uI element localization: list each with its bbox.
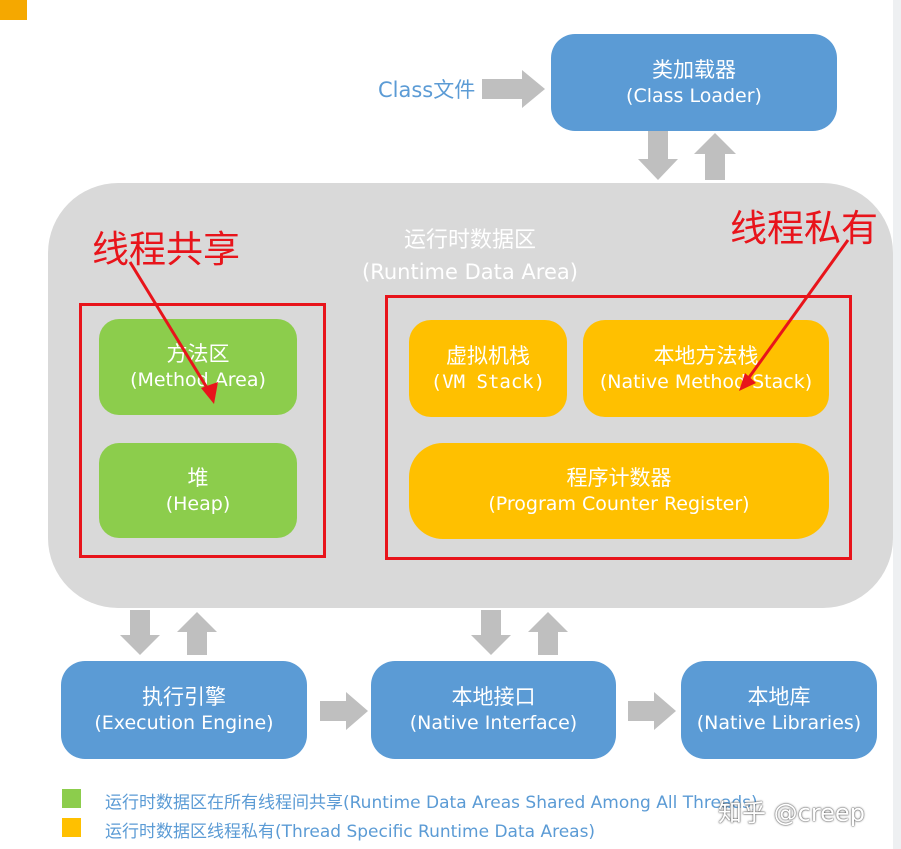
runtime-title-en: (Runtime Data Area) (362, 259, 578, 284)
arrow-classfile-to-loader (482, 70, 545, 108)
thread-private-label: 线程私有 (730, 207, 878, 250)
native-interface-cn: 本地接口 (451, 685, 536, 709)
native-interface-box: 本地接口 (Native Interface) (371, 661, 616, 759)
arrow-interface-to-runtime (528, 612, 568, 655)
class-loader-cn: 类加载器 (652, 57, 736, 82)
legend-text-private: 运行时数据区线程私有(Thread Specific Runtime Data … (105, 822, 596, 842)
heap-en: (Heap) (165, 492, 231, 515)
execution-engine-cn: 执行引擎 (142, 685, 226, 709)
vm-stack-cn: 虚拟机栈 (446, 343, 530, 368)
legend-text-shared: 运行时数据区在所有线程间共享(Runtime Data Areas Shared… (105, 793, 758, 813)
execution-engine-box: 执行引擎 (Execution Engine) (61, 661, 307, 759)
native-method-stack-cn: 本地方法栈 (653, 343, 759, 368)
corner-marker (0, 0, 27, 20)
arrow-runtime-to-interface (471, 610, 511, 655)
runtime-title-cn: 运行时数据区 (403, 228, 536, 253)
watermark: 知乎 @creep (718, 799, 865, 827)
thread-shared-label: 线程共享 (92, 228, 240, 271)
execution-engine-en: (Execution Engine) (94, 712, 274, 735)
arrow-interface-to-libraries (628, 692, 676, 730)
arrow-runtime-to-exec (120, 610, 160, 655)
native-libraries-en: (Native Libraries) (696, 712, 862, 735)
legend-swatch-shared (62, 789, 81, 808)
vm-stack-en: (VM Stack) (430, 370, 546, 393)
native-libraries-box: 本地库 (Native Libraries) (681, 661, 877, 759)
runtime-title: 运行时数据区 (Runtime Data Area) (300, 225, 640, 287)
pc-register-box: 程序计数器 (Program Counter Register) (409, 443, 829, 539)
heap-cn: 堆 (187, 465, 209, 490)
pc-register-cn: 程序计数器 (566, 466, 672, 490)
private-highlight-box (385, 295, 852, 560)
arrow-exec-to-runtime (177, 612, 217, 655)
legend-swatch-private (62, 818, 81, 837)
class-file-label: Class文件 (378, 78, 476, 102)
class-loader-en: (Class Loader) (626, 84, 762, 107)
method-area-en: (Method Area) (130, 369, 266, 392)
shared-annotation-arrow (128, 261, 214, 397)
method-area-cn: 方法区 (166, 342, 230, 366)
private-annotation-arrow (743, 239, 850, 384)
pc-register-en: (Program Counter Register) (488, 493, 750, 516)
shared-highlight-box (79, 303, 326, 558)
native-method-stack-en: (Native Method Stack) (599, 370, 813, 393)
arrow-loader-up (694, 133, 736, 180)
class-loader-box: 类加载器 (Class Loader) (551, 34, 837, 131)
shared-arrowhead (201, 382, 218, 404)
arrow-loader-down (638, 130, 678, 180)
native-libraries-cn: 本地库 (747, 685, 811, 709)
arrow-exec-to-interface (320, 692, 368, 730)
method-area-box: 方法区 (Method Area) (99, 319, 297, 415)
private-arrowhead (739, 373, 756, 391)
right-edge-strip (893, 0, 901, 849)
heap-box: 堆 (Heap) (99, 443, 297, 538)
vm-stack-box: 虚拟机栈 (VM Stack) (409, 320, 567, 417)
native-interface-en: (Native Interface) (409, 712, 578, 735)
native-method-stack-box: 本地方法栈 (Native Method Stack) (583, 320, 829, 417)
